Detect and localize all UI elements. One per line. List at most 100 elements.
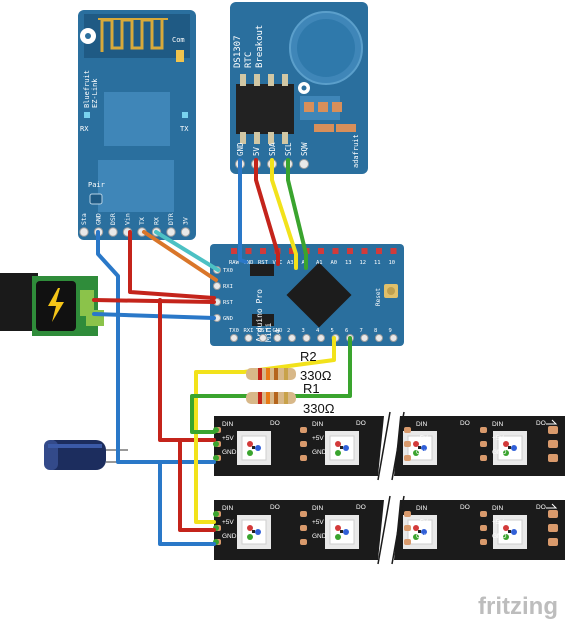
bluetooth-pin-label: 3V (182, 217, 190, 225)
strip-do-label: DO (460, 420, 470, 427)
bluetooth-pin-label: DSR (109, 213, 117, 225)
resistor-r2: R2 330Ω (246, 349, 332, 383)
strip-pad (300, 427, 307, 433)
wire-bt-vin (128, 230, 216, 300)
strip-din-label: DIN (312, 421, 324, 428)
arduino-left-pin-label: GND (223, 316, 233, 322)
rtc-title-line1: DS1307 (233, 35, 243, 68)
strip-pad (480, 511, 487, 517)
strip-gnd-label: GND (312, 533, 327, 540)
wire-rtc-gnd (238, 158, 248, 264)
arduino-top-pin-label: 12 (360, 260, 367, 266)
arduino-top-pin-label: 10 (389, 260, 396, 266)
wire-bt-tx (142, 230, 218, 282)
arduino-top-pin-label: GND (244, 260, 254, 266)
resistor-r1: R1 330Ω (246, 381, 335, 416)
strip-pad (404, 427, 411, 433)
arduino-bottom-pin-label: RST (258, 328, 269, 334)
arduino-top-pin-label: RST (258, 260, 269, 266)
arduino-top-pin (376, 248, 382, 254)
bluetooth-pin-label: Sta (80, 213, 88, 225)
strip-pad (480, 525, 487, 531)
ws2812-led (493, 515, 527, 549)
rtc-title-line3: Breakout (255, 25, 265, 68)
arduino-bottom-pin (375, 334, 383, 342)
arduino-bottom-pin-label: 5 (331, 328, 334, 334)
wire-5v-strip2 (178, 438, 216, 532)
rtc-pin-label: GND (236, 142, 245, 156)
strip-5v-label: +5V (222, 435, 234, 442)
strip-do-label: DO (536, 420, 546, 427)
arduino-left-pin (213, 282, 221, 290)
wire-bt-rx (154, 230, 220, 272)
strip-pad (480, 427, 487, 433)
bluetooth-pin-label: DTR (167, 213, 175, 225)
strip-din-label: DIN (492, 421, 504, 428)
strip-pad (404, 455, 411, 461)
ws2812-led (237, 515, 271, 549)
strip-pad (480, 441, 487, 447)
strip-5v-label: +5V (312, 519, 324, 526)
wire-power-positive (92, 298, 216, 304)
wires (92, 158, 352, 546)
r2-name: R2 (300, 349, 317, 364)
com-label: Com (172, 36, 185, 44)
rx-label: RX (80, 125, 89, 133)
strip-din-label: DIN (222, 421, 234, 428)
strip-5v-label: +5V (416, 435, 428, 442)
strip-pad (404, 525, 411, 531)
arduino-bottom-pin-label: 3 (302, 328, 305, 334)
arduino-pro-mini: Arduino Pro Mini v14 Reset RAWGNDRSTVCCA… (210, 244, 404, 346)
r1-name: R1 (303, 381, 320, 396)
bluetooth-pin-label: Vin (124, 213, 132, 225)
strip-gnd-label: GND (492, 449, 507, 456)
arduino-bottom-pin-label: 9 (389, 328, 392, 334)
arduino-bottom-pin-label: GND (273, 328, 283, 334)
rtc-pin-label: SCL (284, 142, 293, 156)
arduino-name-line2: Mini (264, 323, 273, 342)
arduino-top-pin (318, 248, 324, 254)
bluetooth-pin (79, 227, 89, 237)
arduino-top-pin-label: 11 (374, 260, 381, 266)
strip-do-label: DO (270, 504, 280, 511)
strip-5v-label: +5V (492, 519, 504, 526)
ws2812-led (325, 431, 359, 465)
strip-pad (404, 539, 411, 545)
strip-gnd-label: GND (222, 533, 237, 540)
power-jack (0, 273, 104, 336)
bluetooth-pin (108, 227, 118, 237)
fritzing-watermark: fritzing (478, 593, 558, 620)
arduino-top-pin-label: A0 (331, 260, 338, 266)
strip-pad (300, 511, 307, 517)
arduino-left-pin-label: RXI (223, 284, 233, 290)
bluetooth-pin (180, 227, 191, 237)
strip-cut-gap (378, 500, 400, 560)
bluetooth-pin-label: RX (153, 217, 161, 225)
strip-pad (300, 455, 307, 461)
arduino-top-pin-label: 13 (345, 260, 352, 266)
strip-gnd-label: GND (492, 533, 507, 540)
rtc-pin-label: SQW (300, 142, 309, 156)
wire-gnd-strip2 (158, 460, 216, 546)
arduino-bottom-pin (230, 334, 238, 342)
arduino-top-pin (231, 248, 237, 254)
wire-rtc-sda (270, 158, 298, 270)
strip-pad (300, 441, 307, 447)
arduino-top-pin (289, 248, 295, 254)
strip-do-label: DO (460, 504, 470, 511)
strip-din-label: DIN (416, 505, 428, 512)
arduino-top-pin (260, 248, 266, 254)
strip-gnd-label: GND (416, 533, 431, 540)
ws2812-led (403, 431, 437, 465)
strip-din-label: DIN (312, 505, 324, 512)
arduino-bottom-pin-label: TX0 (229, 328, 239, 334)
arduino-top-pin (390, 248, 397, 254)
strip-do-label: DO (536, 504, 546, 511)
ws2812-led (403, 515, 437, 549)
strip-do-label: DO (270, 420, 280, 427)
arduino-bottom-pin (259, 334, 267, 342)
strip-gnd-label: GND (312, 449, 327, 456)
